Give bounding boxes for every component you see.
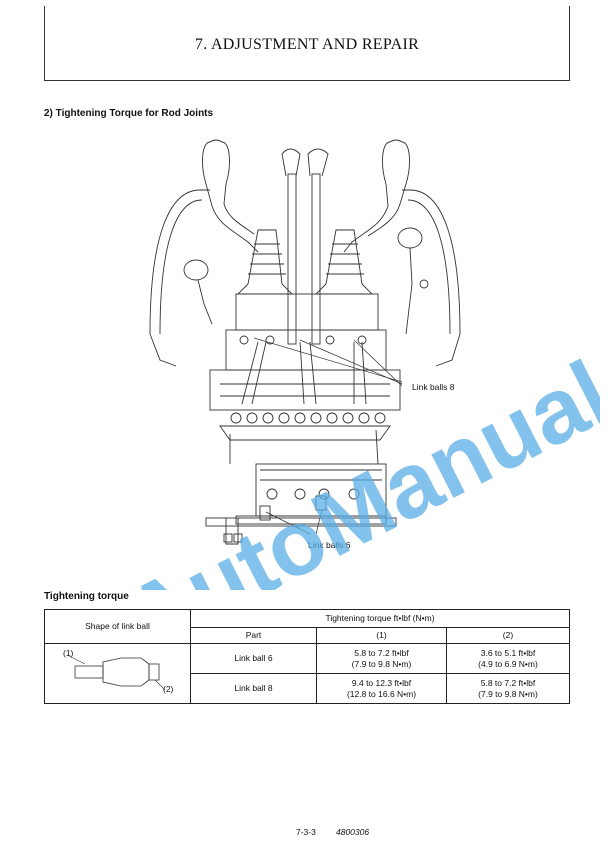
shape-label-1: (1) — [63, 648, 74, 658]
lever-assembly-drawing — [140, 134, 470, 564]
row1-val2-nm: (4.9 to 6.9 N•m) — [478, 658, 538, 669]
section-title: 2) Tightening Torque for Rod Joints — [44, 108, 214, 119]
row1-val2: 3.6 to 5.1 ft•lbf (4.9 to 6.9 N•m) — [446, 643, 570, 674]
shape-label-2: (2) — [163, 684, 174, 694]
row1-val2-ftlbf: 3.6 to 5.1 ft•lbf — [480, 647, 536, 658]
row2-val2-ftlbf: 5.8 to 7.2 ft•lbf — [480, 677, 536, 688]
callout-link-balls-8: Link balls 8 — [412, 382, 455, 392]
page-header: 7. ADJUSTMENT AND REPAIR — [44, 6, 570, 81]
callout-link-balls-6: Link balls 6 — [308, 540, 351, 550]
row1-val1-nm: (7.9 to 9.8 N•m) — [351, 658, 412, 669]
torque-table: Shape of link ball Tightening torque ft•… — [44, 609, 570, 704]
torque-section-title: Tightening torque — [44, 591, 129, 602]
header-torque: Tightening torque ft•lbf (N•m) — [190, 609, 570, 628]
col-part: Part — [190, 627, 317, 644]
row1-part: Link ball 6 — [190, 643, 317, 674]
row2-val2-nm: (7.9 to 9.8 N•m) — [478, 688, 538, 699]
row2-val1-ftlbf: 9.4 to 12.3 ft•lbf — [351, 677, 412, 688]
link-ball-drawing — [68, 655, 166, 691]
row2-part: Link ball 8 — [190, 673, 317, 704]
lever-assembly-svg — [149, 139, 461, 545]
header-shape: Shape of link ball — [44, 609, 191, 644]
row2-val2: 5.8 to 7.2 ft•lbf (7.9 to 9.8 N•m) — [446, 673, 570, 704]
page-number: 7-3-3 — [296, 827, 316, 837]
chapter-title: 7. ADJUSTMENT AND REPAIR — [194, 36, 420, 53]
row1-val1-ftlbf: 5.8 to 7.2 ft•lbf — [354, 647, 409, 658]
col-1: (1) — [316, 627, 447, 644]
row1-val1: 5.8 to 7.2 ft•lbf (7.9 to 9.8 N•m) — [316, 643, 447, 674]
document-code: 4800306 — [336, 827, 370, 837]
table-row: (1) (2) Link ball 6 5.8 to 7.2 ft•lbf (7… — [44, 643, 570, 704]
table-row: Link ball 8 9.4 to 12.3 ft•lbf (12.8 to … — [45, 673, 570, 704]
col-2: (2) — [446, 627, 570, 644]
link-ball-shape-cell: (1) (2) — [44, 643, 191, 704]
row2-val1-nm: (12.8 to 16.6 N•m) — [346, 688, 417, 699]
row2-val1: 9.4 to 12.3 ft•lbf (12.8 to 16.6 N•m) — [316, 673, 447, 704]
